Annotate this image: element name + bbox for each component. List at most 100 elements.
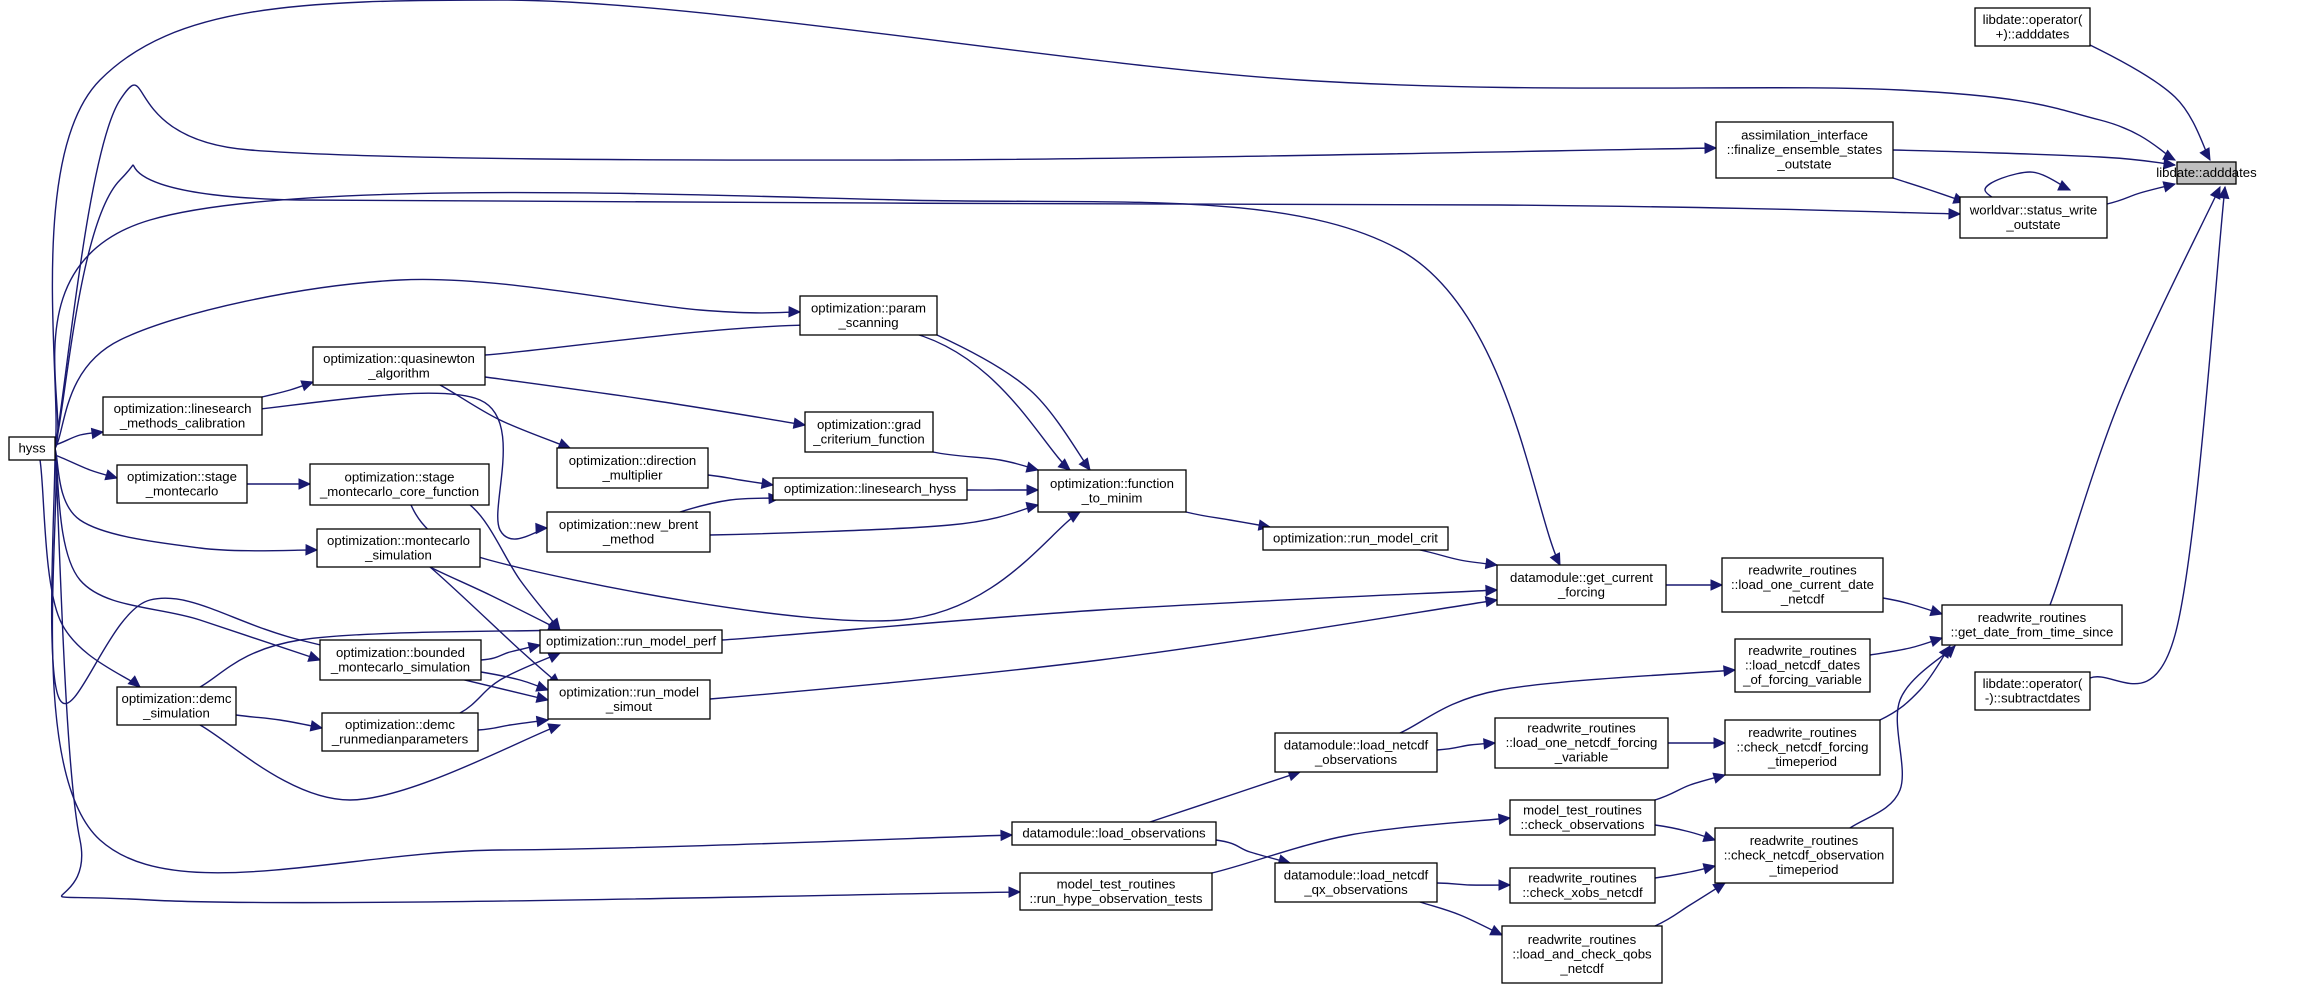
node-box [309,463,490,506]
edge-hyss-to-worldvar [54,164,1962,449]
node-worldvar[interactable]: worldvar::status_write_outstate [1959,196,2108,239]
node-dm_load_qx[interactable]: datamodule::load_netcdf_qx_observations [1274,862,1438,903]
node-box [316,528,481,568]
node-dm_load_nc_obs[interactable]: datamodule::load_netcdf_observations [1274,732,1438,773]
node-dir_mult[interactable]: optimization::direction_multiplier [556,447,709,489]
node-label: _method [602,531,654,546]
node-label: _runmedianparameters [331,731,469,746]
node-dm_load_obs[interactable]: datamodule::load_observations [1011,821,1217,846]
node-label: _netcdf [1559,961,1604,976]
node-load_dates[interactable]: readwrite_routines::load_netcdf_dates_of… [1734,638,1871,693]
node-label: readwrite_routines [1750,833,1859,848]
node-demc_run[interactable]: optimization::demc_runmedianparameters [321,712,479,752]
node-getdate[interactable]: readwrite_routines::get_date_from_time_s… [1941,604,2123,646]
arrowhead [1026,484,1040,496]
arrowhead [535,680,550,692]
arrowhead [1025,461,1040,473]
node-label: ::load_and_check_qobs [1512,947,1652,962]
node-box [546,511,711,553]
arrowhead [1485,584,1499,597]
arrowhead [1067,511,1082,523]
node-bounded_mc[interactable]: optimization::bounded_montecarlo_simulat… [319,639,482,681]
node-box [102,396,263,436]
node-op_plus[interactable]: libdate::operator(+)::adddates [1974,7,2091,47]
node-box [1496,564,1667,606]
arrowhead [1702,863,1717,875]
node-stage_mc_core[interactable]: optimization::stage_montecarlo_core_func… [309,463,490,506]
call-nodes: libdate::adddates libdate::operator(+)::a… [8,7,2257,984]
node-mtr_chk_obs[interactable]: model_test_routines::check_observations [1509,799,1656,836]
node-run_simout[interactable]: optimization::run_model_simout [547,679,711,720]
arrowhead [1549,552,1561,567]
node-run_model_crit[interactable]: optimization::run_model_crit [1262,526,1449,551]
node-new_brent[interactable]: optimization::new_brent_method [546,511,711,553]
node-label: ::load_one_current_date [1731,577,1874,592]
arrowhead [1025,501,1040,514]
node-label: _observations [1314,752,1398,767]
node-rw_load_qobs[interactable]: readwrite_routines::load_and_check_qobs_… [1501,925,1663,984]
node-label: ::load_netcdf_dates [1745,658,1861,673]
node-box [1974,671,2091,711]
node-box [321,712,479,752]
node-label: optimization::bounded [336,645,465,660]
node-label: optimization::quasinewton [323,351,475,366]
node-load_one_forcing[interactable]: readwrite_routines::load_one_netcdf_forc… [1494,717,1669,769]
node-quasi[interactable]: optimization::quasinewton_algorithm [312,346,486,386]
arrowhead [535,715,550,728]
node-hyss[interactable]: hyss [8,436,56,461]
node-label: _montecarlo [145,483,219,498]
node-run_perf[interactable]: optimization::run_model_perf [539,629,723,654]
arrowhead [1497,813,1512,825]
node-box [2176,161,2237,185]
node-mc_sim[interactable]: optimization::montecarlo_simulation [316,528,481,568]
node-rw_chk_xobs[interactable]: readwrite_routines::check_xobs_netcdf [1509,867,1656,904]
node-mtr_run_tests[interactable]: model_test_routines::run_hype_observatio… [1019,872,1213,911]
node-label: optimization::run_model [559,684,699,699]
node-demc_sim[interactable]: optimization::demc_simulation [116,686,237,726]
node-label: libdate::operator( [1983,676,2083,691]
arrowhead [1489,924,1504,936]
arrowhead [1008,886,1022,898]
node-box [1714,827,1894,884]
node-stage_mc[interactable]: optimization::stage_montecarlo [116,464,248,504]
node-get_current[interactable]: datamodule::get_current_forcing [1496,564,1667,606]
node-ls_hyss[interactable]: optimization::linesearch_hyss [772,477,968,501]
node-box [772,477,968,501]
node-chk_forcing_tp[interactable]: readwrite_routines::check_netcdf_forcing… [1724,719,1881,776]
arrowhead [2162,149,2177,161]
node-label: assimilation_interface [1741,128,1868,143]
arrowhead [298,478,312,490]
node-label: _forcing [1557,584,1605,599]
arrowhead [1723,665,1737,677]
node-box [1974,7,2091,47]
arrowhead [1710,579,1724,591]
node-box [319,639,482,681]
node-box [1734,638,1871,693]
node-adddates[interactable]: libdate::adddates [2156,161,2257,185]
node-op_minus[interactable]: libdate::operator(-)::subtractdates [1974,671,2091,711]
arrowhead [1942,645,1956,659]
node-label: optimization::grad [817,417,921,432]
node-func_minim[interactable]: optimization::function_to_minim [1037,469,1187,513]
node-label: _simout [605,699,653,714]
arrowhead [2057,180,2072,191]
node-ls_calib[interactable]: optimization::linesearch_methods_calibra… [102,396,263,436]
node-param_scan[interactable]: optimization::param_scanning [799,295,938,336]
node-label: hyss [18,441,46,456]
node-chk_obs_tp[interactable]: readwrite_routines::check_netcdf_observa… [1714,827,1894,884]
node-load_one_cur[interactable]: readwrite_routines::load_one_current_dat… [1721,557,1884,613]
arrowhead [1702,830,1717,842]
node-label: _to_minim [1081,490,1143,505]
node-label: _multiplier [601,467,663,482]
arrowhead [1498,879,1512,891]
node-label: _algorithm [367,365,430,380]
edge-hyss-to-param_scan [54,278,802,449]
node-assim[interactable]: assimilation_interface::finalize_ensembl… [1715,121,1894,179]
node-box [1941,604,2123,646]
node-box [1494,717,1669,769]
node-grad_crit[interactable]: optimization::grad_criterium_function [804,411,934,453]
arrowhead [300,380,315,392]
node-label: optimization::montecarlo [327,533,470,548]
arrowhead [90,427,105,440]
node-box [116,686,237,726]
